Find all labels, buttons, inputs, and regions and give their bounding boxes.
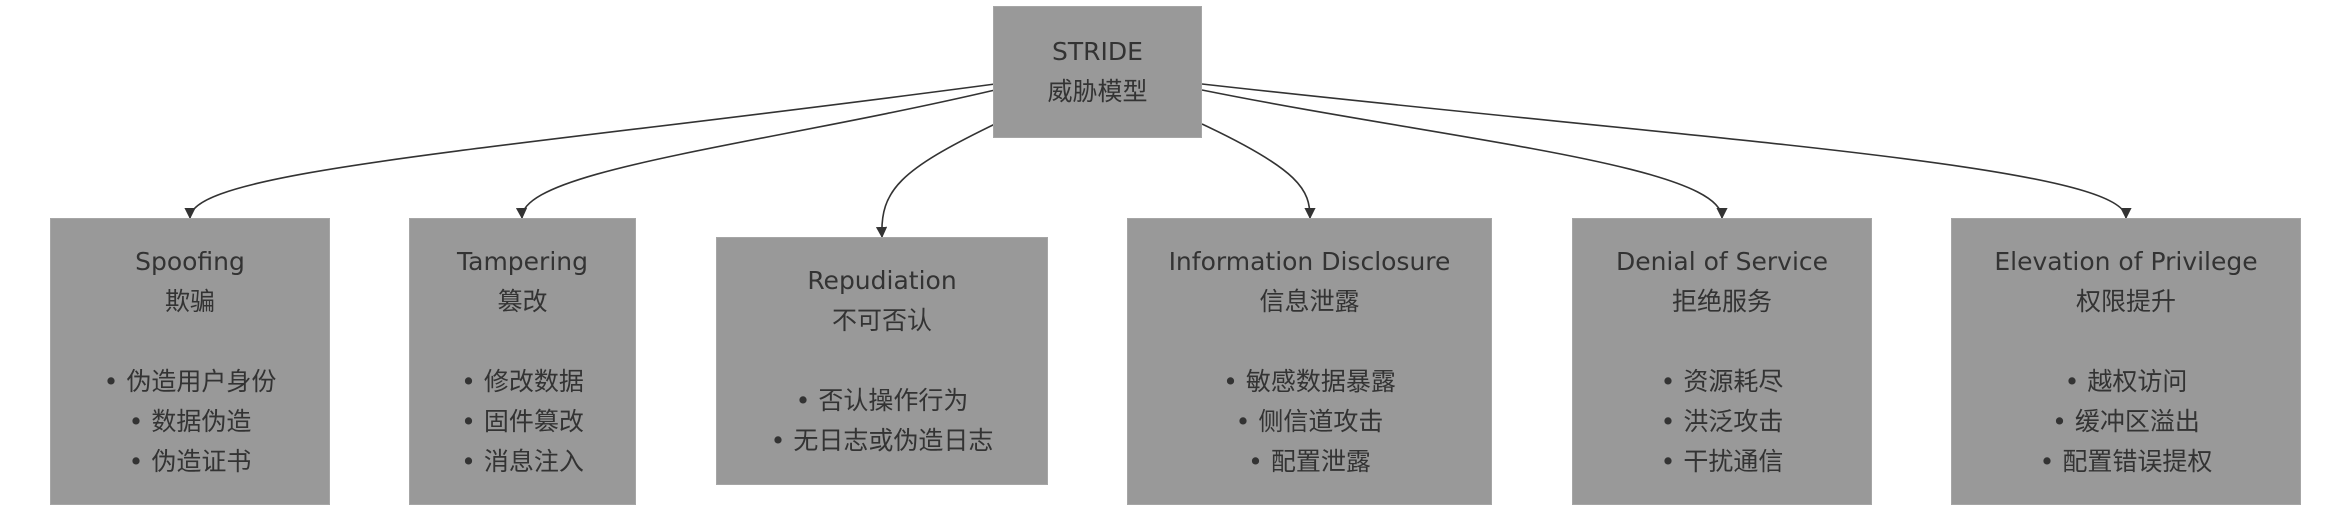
list-item: 干扰通信: [1661, 442, 1783, 482]
edge-stride-to-denial-of-service: [1201, 89, 1728, 220]
node-denial-of-service: Denial of Service 拒绝服务 资源耗尽 洪泛攻击 干扰通信: [1572, 218, 1872, 505]
node-tampering: Tampering 篡改 修改数据 固件篡改 消息注入: [409, 218, 636, 505]
edge-stride-to-information-disclosure: [1201, 123, 1316, 220]
node-title: Denial of Service: [1615, 246, 1829, 276]
list-item: 否认操作行为: [796, 381, 968, 421]
edge-stride-to-repudiation: [875, 123, 996, 239]
root-title: STRIDE: [1052, 37, 1143, 66]
node-information-disclosure: Information Disclosure 信息泄露 敏感数据暴露 侧信道攻击…: [1127, 218, 1492, 505]
node-spoofing: Spoofing 欺骗 伪造用户身份 数据伪造 伪造证书: [50, 218, 330, 505]
list-item: 伪造证书: [129, 442, 251, 482]
list-item: 洪泛攻击: [1661, 402, 1783, 442]
list-item: 越权访问: [2065, 362, 2187, 402]
bullet-list: 修改数据 固件篡改 消息注入: [461, 362, 584, 482]
node-subtitle: 拒绝服务: [1671, 286, 1772, 316]
list-item: 缓冲区溢出: [2052, 402, 2200, 442]
list-item: 配置泄露: [1248, 442, 1371, 482]
bullet-list: 否认操作行为 无日志或伪造日志: [771, 381, 993, 461]
edge-stride-to-tampering: [516, 89, 996, 220]
bullet-list: 敏感数据暴露 侧信道攻击 配置泄露: [1223, 362, 1396, 482]
node-title: Spoofing: [135, 246, 245, 276]
list-item: 无日志或伪造日志: [771, 421, 993, 461]
list-item: 敏感数据暴露: [1223, 362, 1396, 402]
node-subtitle: 篡改: [497, 286, 548, 316]
list-item: 数据伪造: [129, 402, 251, 442]
bullet-list: 资源耗尽 洪泛攻击 干扰通信: [1661, 362, 1783, 482]
node-repudiation: Repudiation 不可否认 否认操作行为 无日志或伪造日志: [716, 237, 1048, 485]
node-title: Information Disclosure: [1168, 246, 1451, 276]
root-node-stride: STRIDE 威胁模型: [993, 6, 1202, 138]
node-title: Repudiation: [807, 266, 957, 295]
list-item: 固件篡改: [461, 402, 584, 442]
list-item: 侧信道攻击: [1236, 402, 1383, 442]
edge-stride-to-elevation-of-privilege: [1201, 83, 2132, 220]
list-item: 修改数据: [461, 362, 584, 402]
node-title: Tampering: [457, 246, 588, 276]
node-subtitle: 不可否认: [831, 306, 932, 335]
node-title: Elevation of Privilege: [1994, 246, 2258, 276]
node-elevation-of-privilege: Elevation of Privilege 权限提升 越权访问 缓冲区溢出 配…: [1951, 218, 2301, 505]
node-subtitle: 权限提升: [2075, 286, 2176, 316]
node-subtitle: 欺骗: [164, 286, 215, 316]
list-item: 伪造用户身份: [104, 362, 276, 402]
edge-stride-to-spoofing: [184, 83, 996, 220]
list-item: 配置错误提权: [2040, 442, 2212, 482]
bullet-list: 伪造用户身份 数据伪造 伪造证书: [104, 362, 276, 482]
list-item: 消息注入: [461, 442, 584, 482]
bullet-list: 越权访问 缓冲区溢出 配置错误提权: [2040, 362, 2212, 482]
node-subtitle: 信息泄露: [1259, 286, 1360, 316]
list-item: 资源耗尽: [1661, 362, 1783, 402]
root-subtitle: 威胁模型: [1047, 77, 1148, 106]
